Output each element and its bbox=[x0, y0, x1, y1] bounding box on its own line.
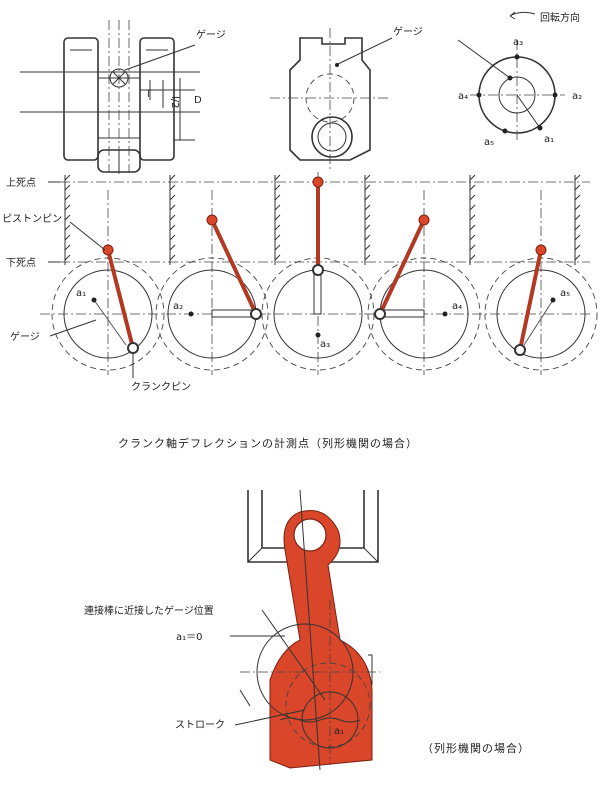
rotation-label: 回転方向 bbox=[540, 11, 580, 24]
stage-label-1: a₁ bbox=[76, 288, 86, 299]
half-l-label: l/2 bbox=[169, 96, 180, 109]
d-label: D bbox=[194, 95, 202, 106]
gauge-label-3: ゲージ bbox=[10, 331, 40, 343]
middle-caption: クランク軸デフレクションの計測点（列形機関の場合） bbox=[118, 436, 418, 450]
crank-pin-label: クランクピン bbox=[131, 381, 191, 393]
gauge-label-2: ゲージ bbox=[393, 26, 423, 38]
stage-label-5: a₅ bbox=[560, 288, 570, 299]
stroke-label: ストローク bbox=[175, 719, 225, 731]
crank-side-view bbox=[20, 20, 200, 175]
gauge-label-1: ゲージ bbox=[196, 29, 226, 41]
gauge-position-label: 連接棒に近接したゲージ位置 bbox=[84, 604, 214, 617]
position-circle bbox=[457, 11, 565, 140]
l-label: l bbox=[147, 89, 150, 100]
bottom-caption: （列形機関の場合） bbox=[422, 741, 530, 755]
bdc-label: 下死点 bbox=[6, 257, 36, 269]
piston-pin-label: ピストンピン bbox=[2, 213, 62, 225]
conrod-view bbox=[230, 489, 380, 771]
pos-a1: a₁ bbox=[544, 134, 554, 145]
stage-label-4: a₄ bbox=[452, 301, 462, 312]
a1-zero-label: a₁＝0 bbox=[176, 632, 203, 643]
pos-a5: a₅ bbox=[484, 137, 494, 148]
stage-label-3: a₃ bbox=[320, 339, 330, 350]
pos-a3: a₃ bbox=[513, 37, 523, 48]
a1-label: a₁ bbox=[334, 726, 344, 737]
stage-label-2: a₂ bbox=[173, 301, 183, 312]
pos-a2: a₂ bbox=[572, 91, 582, 102]
pos-a4: a₄ bbox=[458, 91, 468, 102]
crank-sequence bbox=[40, 172, 598, 378]
tdc-label: 上死点 bbox=[6, 177, 36, 189]
crank-front-view bbox=[270, 28, 393, 170]
